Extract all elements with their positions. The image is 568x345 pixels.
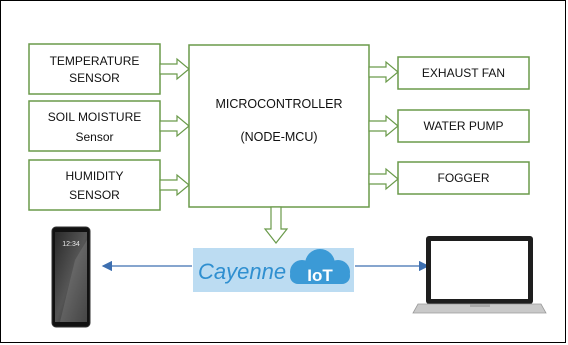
smartphone-icon: 12:34 xyxy=(51,226,91,328)
sensor-box-temperature: TEMPERATURE SENSOR xyxy=(28,43,161,95)
cayenne-iot-logo: Cayenne IoT xyxy=(193,248,354,292)
actuator-exhaust-fan-label: EXHAUST FAN xyxy=(422,66,505,80)
sensor-box-humidity: HUMIDITY SENSOR xyxy=(28,159,161,211)
arrow-mcu-to-water-pump xyxy=(368,114,399,138)
arrow-mcu-to-exhaust-fan xyxy=(368,60,399,84)
arrow-mcu-to-cloud xyxy=(263,206,289,244)
microcontroller-subtitle: (NODE-MCU) xyxy=(240,130,317,144)
arrow-soil-to-mcu xyxy=(159,114,190,138)
cayenne-brand-text: Cayenne xyxy=(198,259,286,284)
actuator-water-pump-label: WATER PUMP xyxy=(424,119,504,133)
sensor-soil-moisture-line2: Sensor xyxy=(75,130,113,144)
actuator-box-water-pump: WATER PUMP xyxy=(397,109,530,143)
sensor-soil-moisture-line1: SOIL MOISTURE xyxy=(48,110,142,124)
sensor-box-soil-moisture: SOIL MOISTURE Sensor xyxy=(28,100,161,152)
arrow-mcu-to-fogger xyxy=(368,167,399,191)
iot-badge-text: IoT xyxy=(307,266,333,285)
cloud-icon: IoT xyxy=(290,249,350,285)
sensor-temperature-line1: TEMPERATURE xyxy=(50,54,140,68)
microcontroller-box: MICROCONTROLLER (NODE-MCU) xyxy=(188,44,370,208)
actuator-fogger-label: FOGGER xyxy=(437,171,489,185)
actuator-box-exhaust-fan: EXHAUST FAN xyxy=(397,56,530,90)
sensor-temperature-line2: SENSOR xyxy=(69,71,120,85)
arrow-humidity-to-mcu xyxy=(159,173,190,197)
actuator-box-fogger: FOGGER xyxy=(397,161,530,195)
sensor-humidity-line2: SENSOR xyxy=(69,188,120,202)
laptop-icon xyxy=(412,236,547,314)
arrow-temperature-to-mcu xyxy=(159,57,190,81)
phone-clock: 12:34 xyxy=(62,241,80,248)
sensor-humidity-line1: HUMIDITY xyxy=(66,169,124,183)
microcontroller-title: MICROCONTROLLER xyxy=(215,97,342,111)
